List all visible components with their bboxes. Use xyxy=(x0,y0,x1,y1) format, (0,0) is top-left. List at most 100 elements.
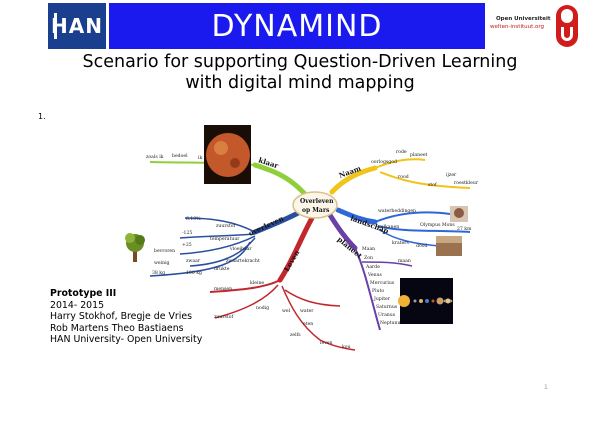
branch-landschap-sub3 xyxy=(379,229,441,247)
planeet-sub-7: Jupiter xyxy=(373,296,391,302)
item-number: 1. xyxy=(38,112,46,121)
overleven-sub-12: 38 kg xyxy=(152,270,165,276)
branch-planeet-sub1 xyxy=(354,247,381,331)
solar-system-image xyxy=(398,278,453,324)
header-banner: HAN DYNAMIND Open Universiteit welten-in… xyxy=(48,3,583,49)
naam-sub-6: stof xyxy=(428,182,437,188)
overleven-sub-3: -125 xyxy=(182,230,192,236)
branch-leven xyxy=(277,215,315,283)
han-logo-bar xyxy=(54,13,57,39)
ou-name: Open Universiteit xyxy=(496,16,551,22)
branch-overleven xyxy=(252,209,303,235)
landschap-sub-6: dood xyxy=(416,243,427,249)
leven-sub-2: mensen xyxy=(214,287,232,292)
branch-planeet-sub2 xyxy=(361,261,413,267)
prototype-institution: HAN University- Open University xyxy=(50,334,203,346)
overleven-sub-2: zuurstof xyxy=(216,223,236,229)
branch-planeet xyxy=(327,212,358,251)
planeet-sub-3: Aarde xyxy=(365,264,380,270)
prototype-heading: Prototype III xyxy=(50,288,117,299)
branch-planeet-label: planeet xyxy=(336,235,365,261)
overleven-sub-6: vloeibaar xyxy=(229,246,252,252)
leven-sub-9: kou xyxy=(342,344,351,350)
slide-title-line2: with digital mind mapping xyxy=(185,73,415,93)
overleven-sub-10: weinig xyxy=(154,260,170,266)
branch-naam-sub1 xyxy=(374,158,426,169)
planeet-sub-4: Venus xyxy=(367,272,383,278)
leven-sub-7: leven xyxy=(320,340,333,346)
branch-leven-sub3 xyxy=(281,285,321,341)
naam-sub-3: planeet xyxy=(410,152,428,158)
planeet-sub-8: Saturnus xyxy=(376,304,398,310)
slide-title-line1: Scenario for supporting Question-Driven … xyxy=(82,52,518,72)
leven-sub-1: kleine xyxy=(250,280,264,286)
branch-landschap-sub1 xyxy=(374,211,451,223)
naam-sub-5: roestkleur xyxy=(454,180,479,186)
branch-leven-sub2 xyxy=(214,284,279,319)
leven-sub-3: water xyxy=(300,308,314,314)
prototype-authors-2: Rob Martens Theo Bastiaens xyxy=(50,322,184,334)
planeet-sub-11: maan xyxy=(398,259,411,264)
overleven-sub-1: 6.13% xyxy=(186,216,201,222)
naam-sub-4: rood xyxy=(398,174,409,180)
branch-overleven-sub3 xyxy=(179,235,256,255)
branch-overleven-label: overleven xyxy=(247,214,285,238)
branch-leven-sub1 xyxy=(209,279,281,293)
klaar-sub-2: bedoel xyxy=(172,153,188,159)
prototype-authors-1: Harry Stokhof, Bregje de Vries xyxy=(50,311,192,323)
han-logo: HAN xyxy=(48,3,106,49)
slide-title: Scenario for supporting Question-Driven … xyxy=(0,52,600,94)
central-node-line2: op Mars xyxy=(302,207,330,214)
dynamind-title-text: DYNAMIND xyxy=(211,8,383,44)
klaar-sub-3: ik xyxy=(198,155,202,161)
naam-sub-2: rode xyxy=(396,149,407,155)
leven-sub-4: nodig xyxy=(256,305,269,311)
klaar-sub-1: zoals ik xyxy=(146,154,164,160)
ou-website: welten-instituut.org xyxy=(490,24,545,30)
branch-overleven-sub4 xyxy=(189,237,256,267)
landschap-sub-4: 27 km xyxy=(457,226,472,232)
page-number: 1 xyxy=(544,384,548,391)
overleven-sub-4: temperatuur xyxy=(210,236,240,242)
planeet-sub-9: Uranus xyxy=(378,312,396,318)
branch-overleven-sub5 xyxy=(149,241,251,277)
branch-naam xyxy=(329,165,378,195)
landschap-sub-1: waterbeddingen xyxy=(378,208,416,214)
planeet-sub-5: Mercurius xyxy=(370,280,395,286)
landschap-sub-3: Olympus Mons xyxy=(420,222,455,228)
overleven-sub-11: drukte xyxy=(214,266,230,272)
astronaut-image xyxy=(450,206,468,222)
overleven-sub-9: zwaar xyxy=(186,259,201,264)
overleven-sub-7: bevroren xyxy=(154,248,175,254)
tree-image xyxy=(125,233,145,262)
leven-sub-6: eten xyxy=(303,321,313,327)
branch-landschap xyxy=(335,207,378,225)
naam-sub-1: oorlogsgod xyxy=(371,159,397,165)
branch-overleven-sub1 xyxy=(184,217,256,233)
branch-overleven-sub2 xyxy=(179,233,256,239)
dynamind-title: DYNAMIND xyxy=(109,3,485,49)
leven-sub-5: zuurstof xyxy=(214,314,234,320)
leven-sub-8: zelfs xyxy=(290,332,301,338)
branch-naam-sub2 xyxy=(379,171,471,189)
planeet-sub-6: Pluto xyxy=(372,288,384,294)
naam-sub-7: ijzer xyxy=(446,172,457,178)
branch-leven-label: Leven xyxy=(282,249,301,273)
branch-leven-sub4 xyxy=(284,289,341,307)
prototype-info: Prototype III 2014- 2015 Harry Stokhof, … xyxy=(50,288,202,346)
ou-emblem-icon xyxy=(556,5,578,47)
overleven-sub-5: +25 xyxy=(182,242,192,248)
planeet-sub-2: Zon xyxy=(364,255,373,261)
central-node xyxy=(292,191,338,219)
central-node-line1: Overleven xyxy=(300,198,334,205)
landschap-sub-5: kraters xyxy=(392,240,409,246)
overleven-sub-8: zwaartekracht xyxy=(226,258,260,264)
leven-sub-10: wel xyxy=(282,308,291,314)
overleven-sub-13: 100 kg xyxy=(186,270,202,276)
landschap-sub-2: vulkanen xyxy=(377,224,399,230)
han-logo-text: HAN xyxy=(51,14,103,38)
planeet-sub-10: Neptunus xyxy=(380,320,403,326)
branch-landschap-sub2 xyxy=(377,225,471,233)
planeet-sub-1: Maan xyxy=(362,246,375,252)
